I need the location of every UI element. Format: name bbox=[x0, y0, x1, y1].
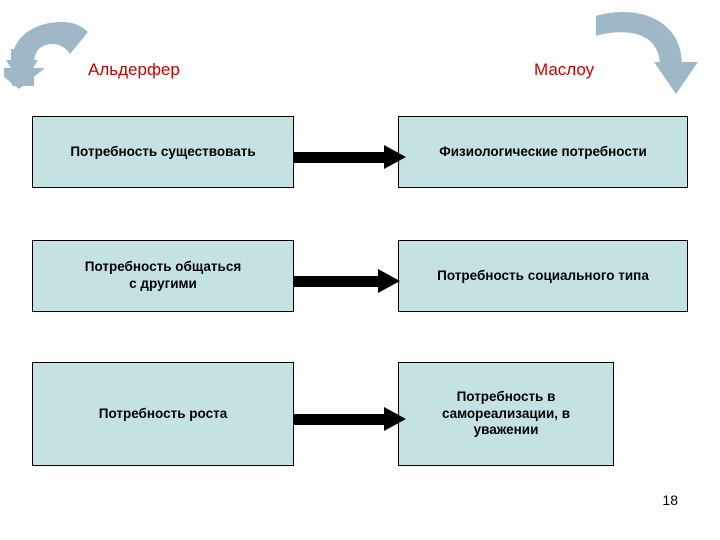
arrow-head bbox=[378, 269, 400, 293]
box-alderfer-existence: Потребность существовать bbox=[32, 116, 294, 188]
arrow-head bbox=[384, 407, 406, 431]
arrow-shaft bbox=[294, 414, 384, 425]
arrow-head bbox=[384, 145, 406, 169]
box-maslow-physiological: Физиологические потребности bbox=[398, 116, 688, 188]
curved-arrow-left-icon bbox=[0, 16, 90, 95]
box-alderfer-growth: Потребность роста bbox=[32, 362, 294, 466]
page-number: 18 bbox=[662, 492, 678, 508]
curved-arrow-right-icon bbox=[594, 10, 704, 103]
column-title-maslow: Маслоу bbox=[534, 60, 595, 79]
box-maslow-social: Потребность социального типа bbox=[398, 240, 688, 312]
column-title-alderfer: Альдерфер bbox=[88, 60, 180, 79]
arrow-shaft bbox=[294, 276, 378, 287]
arrow-shaft bbox=[294, 152, 384, 163]
